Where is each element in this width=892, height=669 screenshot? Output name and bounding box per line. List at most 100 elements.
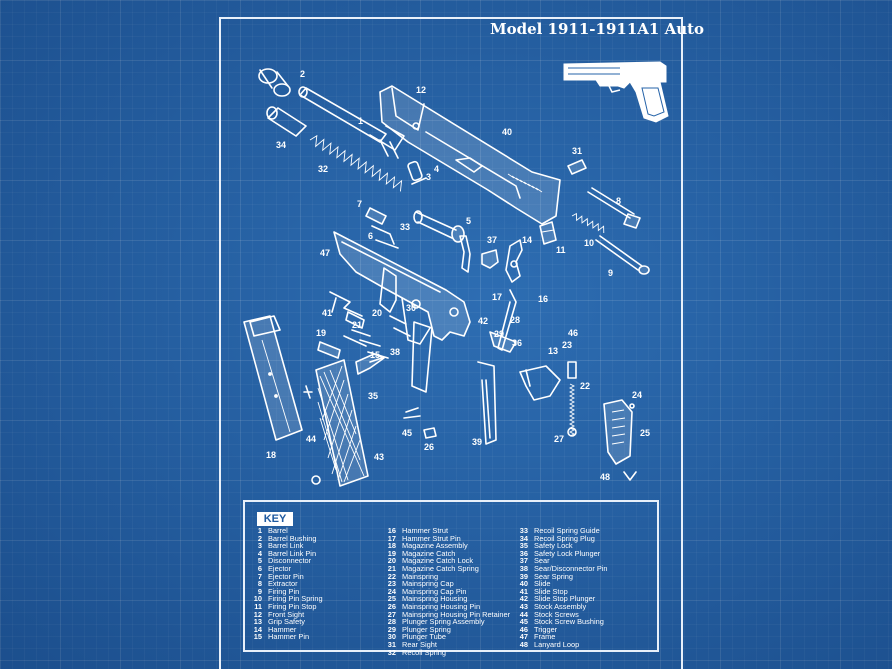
key-entry-number: 25: [387, 594, 396, 604]
key-entry-number: 48: [519, 639, 528, 649]
callout-8: 8: [616, 196, 621, 206]
key-heading: KEY: [257, 512, 293, 526]
key-entry-name: Firing Pin Spring: [268, 594, 323, 604]
callout-26: 26: [424, 442, 434, 452]
key-entry-number: 8: [257, 579, 262, 589]
key-entry-name: Recoil Spring Guide: [534, 526, 600, 535]
callout-4: 4: [434, 164, 439, 174]
callout-33: 33: [400, 222, 410, 232]
callout-44: 44: [306, 434, 316, 444]
callout-24: 24: [632, 390, 642, 400]
key-entry-name: Trigger: [534, 624, 558, 634]
callout-25: 25: [640, 428, 650, 438]
part-firing-pin-spring: [571, 212, 605, 234]
callout-42: 42: [478, 316, 488, 326]
key-entry-name: Sear/Disconnector Pin: [534, 563, 608, 573]
key-entry-name: Slide: [534, 579, 551, 589]
part-grip-safety: [489, 331, 561, 401]
key-entry-name: Safety Lock Plunger: [534, 548, 601, 558]
callout-46: 46: [568, 328, 578, 338]
callout-35: 35: [368, 391, 378, 401]
key-entry-number: 38: [519, 563, 528, 573]
part-safety-lock: [355, 353, 385, 375]
callout-39: 39: [472, 437, 482, 447]
key-entry-number: 46: [519, 624, 528, 634]
key-entry-number: 24: [387, 586, 396, 596]
key-entry-number: 13: [253, 617, 262, 627]
callout-14: 14: [522, 235, 532, 245]
callout-28: 28: [510, 315, 520, 325]
key-entry-number: 37: [519, 556, 528, 566]
key-entry-number: 1: [257, 526, 262, 535]
callout-19: 19: [316, 328, 326, 338]
part-hammer-strut: [497, 289, 517, 351]
key-entry-name: Mainspring Cap: [402, 579, 454, 589]
part-plunger-tube: [389, 315, 433, 393]
callout-37: 37: [487, 235, 497, 245]
key-entry-number: 41: [519, 586, 528, 596]
key-entry-name: Mainspring Housing Pin: [402, 601, 481, 611]
key-entry-number: 9: [257, 586, 262, 596]
callout-18: 18: [266, 450, 276, 460]
key-entry-name: Firing Pin Stop: [268, 601, 317, 611]
callout-30: 30: [406, 303, 416, 313]
key-entry-name: Stock Screws: [534, 609, 579, 619]
key-entry-number: 31: [387, 639, 396, 649]
key-entry: 35 Safety Lock: [511, 542, 608, 550]
key-entry-number: 15: [253, 632, 262, 642]
callout-5: 5: [466, 216, 471, 226]
key-entry-number: 7: [257, 571, 262, 581]
key-entry-name: Mainspring: [402, 571, 439, 581]
key-entry-number: 27: [387, 609, 396, 619]
key-entry-name: Barrel Link Pin: [268, 548, 317, 558]
key-entry-number: 12: [253, 609, 262, 619]
part-disconnector: [459, 235, 471, 273]
key-entry-name: Magazine Catch Spring: [402, 563, 479, 573]
key-entry-name: Safety Lock: [534, 541, 573, 551]
part-ejector: [365, 207, 399, 249]
key-entry-name: Grip Safety: [268, 617, 305, 627]
callout-48: 48: [600, 472, 610, 482]
part-slide-stop: [329, 291, 363, 317]
callout-34: 34: [276, 140, 286, 150]
key-entry-number: 2: [257, 533, 262, 543]
part-sear: [481, 249, 499, 269]
key-entry-name: Plunger Spring Assembly: [402, 617, 485, 627]
key-entry-number: 5: [257, 556, 262, 566]
key-entry-name: Hammer: [268, 624, 297, 634]
key-entry-number: 18: [387, 541, 396, 551]
key-entry-name: Front Sight: [268, 609, 305, 619]
callout-40: 40: [502, 127, 512, 137]
part-magazine-catch: [317, 335, 367, 359]
key-entry-name: Magazine Assembly: [402, 541, 468, 551]
callout-23: 23: [562, 340, 572, 350]
callout-20: 20: [372, 308, 382, 318]
key-entry: 46 Trigger: [511, 626, 608, 634]
callout-22: 22: [580, 381, 590, 391]
part-barrel-bushing: [258, 68, 291, 97]
key-entry-number: 14: [253, 624, 262, 634]
callout-31: 31: [572, 146, 582, 156]
key-entry-number: 21: [387, 563, 396, 573]
callout-16: 16: [538, 294, 548, 304]
key-entry-number: 40: [519, 579, 528, 589]
callout-3: 3: [426, 172, 431, 182]
key-entry-number: 35: [519, 541, 528, 551]
key-entry-name: Slide Stop: [534, 586, 568, 596]
